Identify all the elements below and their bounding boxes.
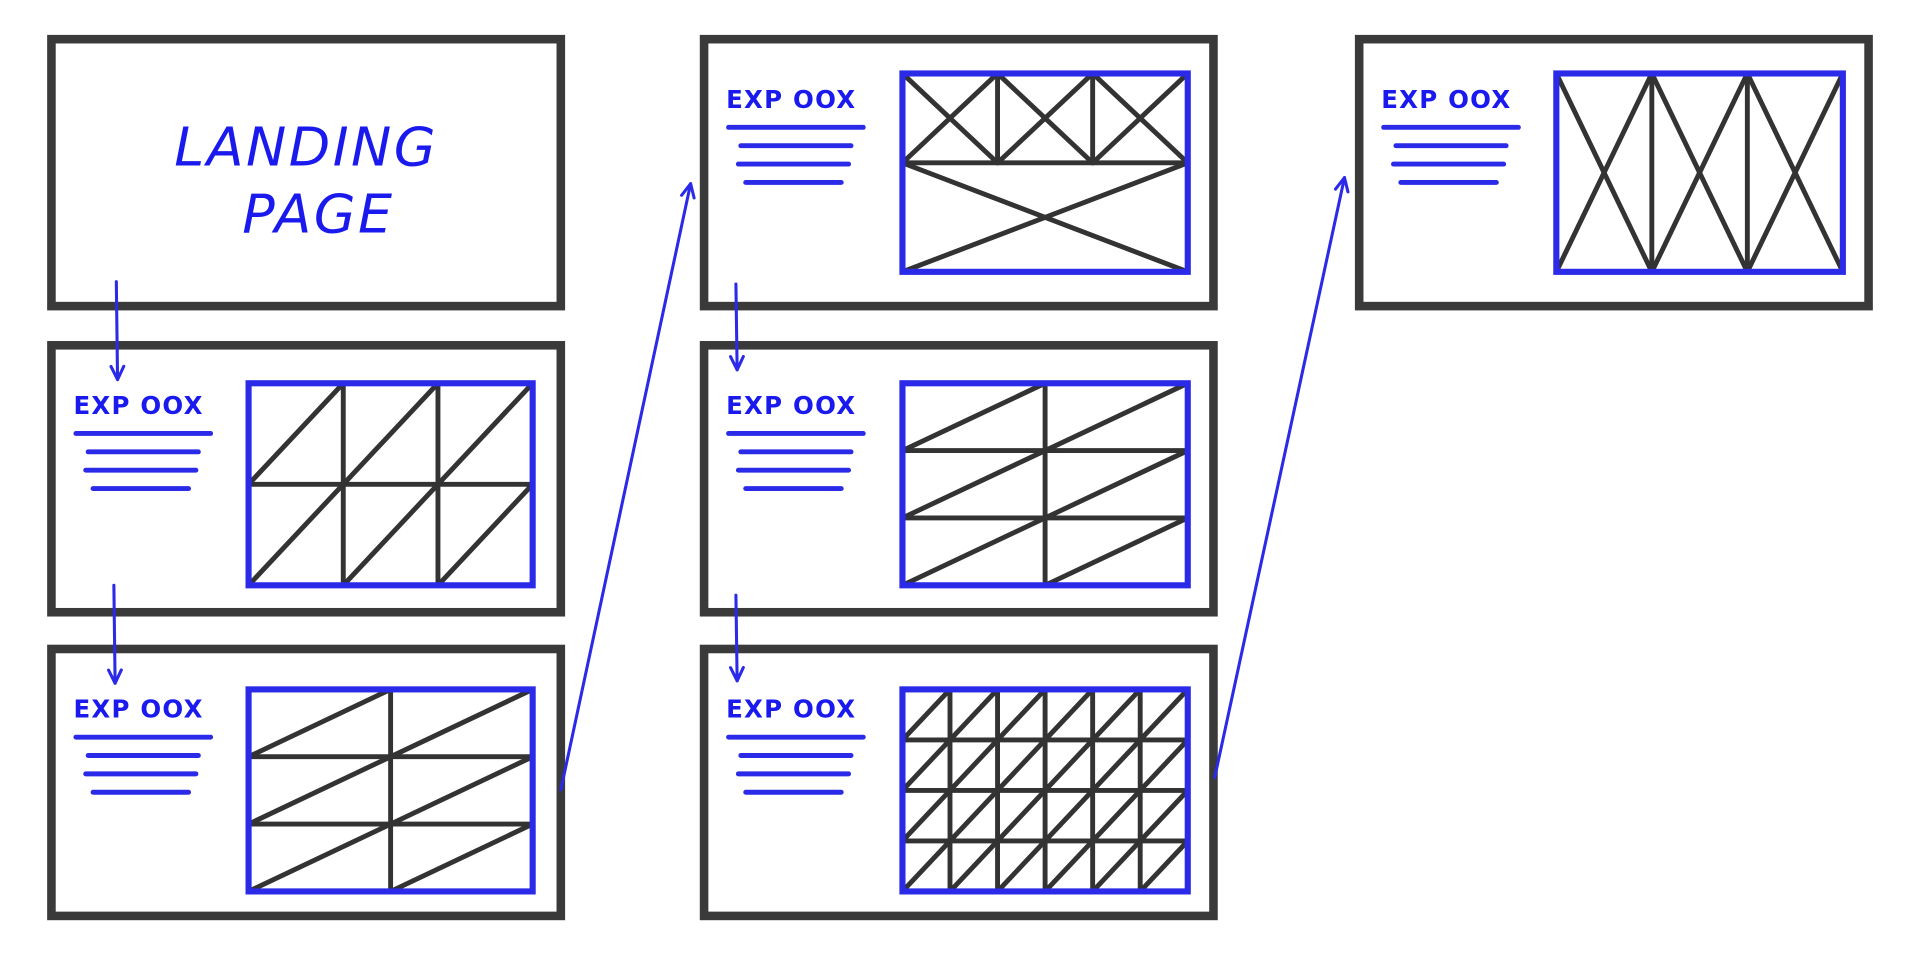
- wire-line: [246, 686, 394, 760]
- flow-arrow: [107, 583, 123, 685]
- wire-line: [947, 787, 1001, 844]
- flow-arrow: [1213, 176, 1350, 780]
- wire-line: [995, 71, 1096, 166]
- wire-line: [1137, 787, 1191, 844]
- flow-arrow: [559, 182, 696, 792]
- wire-line: [1090, 838, 1143, 894]
- wire-line: [1137, 737, 1191, 793]
- screen-card: EXP OOX: [47, 341, 566, 617]
- wire-line: [1553, 71, 1655, 275]
- image-frame: [245, 380, 536, 589]
- image-frame: [245, 686, 536, 895]
- wire-line: [388, 821, 536, 894]
- screen-card: EXP OOX: [47, 644, 566, 921]
- screen-heading: EXP OOX: [726, 85, 856, 114]
- image-frame: [899, 686, 1191, 895]
- wire-line: [995, 838, 1048, 894]
- wire-line: [388, 686, 536, 760]
- wire-line: [1137, 686, 1191, 743]
- image-placeholder: [899, 686, 1191, 895]
- wire-line: [340, 380, 441, 487]
- wire-line: [1090, 71, 1191, 166]
- image-placeholder: [1553, 70, 1846, 275]
- wire-line: [1090, 686, 1143, 743]
- arrowhead-icon: [109, 364, 126, 382]
- screen-card: EXP OOX: [1354, 34, 1873, 311]
- screen-frame: [699, 34, 1218, 311]
- screen-card: EXP OOX: [699, 341, 1218, 617]
- flow-arrow: [109, 280, 126, 382]
- wire-line: [1090, 737, 1143, 793]
- flow-arrow: [729, 282, 745, 372]
- image-frame: [899, 380, 1191, 589]
- wire-line: [947, 686, 1001, 743]
- wire-line: [1042, 515, 1191, 588]
- screen-heading: EXP OOX: [726, 391, 856, 420]
- image-placeholder: [899, 70, 1191, 275]
- wire-line: [900, 515, 1048, 588]
- screen-frame: [1354, 34, 1873, 311]
- flow-arrows: [107, 176, 1350, 792]
- wire-line: [246, 380, 346, 487]
- wire-line: [900, 838, 953, 894]
- wire-line: [900, 787, 953, 844]
- wire-line: [1137, 838, 1191, 894]
- wire-line: [1649, 71, 1750, 275]
- arrowhead-icon: [729, 354, 745, 372]
- image-placeholder: [899, 380, 1191, 589]
- wire-line: [435, 481, 536, 588]
- wire-line: [900, 686, 953, 743]
- screen-frame: [47, 341, 566, 617]
- landing-title-line2: PAGE: [242, 183, 394, 246]
- wire-line: [1042, 787, 1096, 844]
- wire-line: [900, 160, 1191, 275]
- landing-page-card: LANDING PAGE: [47, 34, 566, 311]
- landing-frame: [47, 34, 566, 311]
- wire-line: [995, 686, 1048, 743]
- image-frame: [899, 70, 1191, 275]
- screen-heading: EXP OOX: [73, 391, 203, 420]
- flow-arrow: [729, 593, 745, 683]
- wire-line: [246, 481, 346, 588]
- image-placeholder: [245, 686, 536, 895]
- screen-card: EXP OOX: [699, 644, 1218, 921]
- wire-line: [340, 481, 441, 588]
- arrowhead-icon: [680, 182, 696, 200]
- wire-line: [246, 754, 394, 827]
- wire-line: [1042, 448, 1191, 521]
- wire-line: [1042, 380, 1191, 454]
- screen-heading: EXP OOX: [1381, 85, 1511, 114]
- wire-line: [900, 448, 1048, 521]
- wire-line: [246, 821, 394, 894]
- arrowhead-icon: [729, 665, 745, 683]
- wire-line: [995, 737, 1048, 793]
- wire-line: [947, 737, 1001, 793]
- wire-line: [1042, 686, 1096, 743]
- wire-line: [900, 380, 1048, 454]
- wire-line: [1042, 737, 1096, 793]
- landing-title-line1: LANDING: [174, 115, 438, 178]
- wire-line: [947, 838, 1001, 894]
- wire-line: [900, 71, 1001, 166]
- wire-line: [900, 737, 953, 793]
- screen-heading: EXP OOX: [73, 695, 203, 724]
- wire-line: [1744, 71, 1846, 275]
- wire-line: [1090, 787, 1143, 844]
- arrowhead-icon: [1333, 176, 1350, 194]
- screen-heading: EXP OOX: [726, 695, 856, 724]
- image-placeholder: [245, 380, 536, 589]
- wire-line: [1042, 838, 1096, 894]
- arrowhead-icon: [107, 668, 123, 685]
- screen-card: EXP OOX: [699, 34, 1218, 311]
- wire-line: [435, 380, 536, 487]
- wire-line: [388, 754, 536, 827]
- wire-line: [995, 787, 1048, 844]
- image-frame: [1553, 70, 1846, 275]
